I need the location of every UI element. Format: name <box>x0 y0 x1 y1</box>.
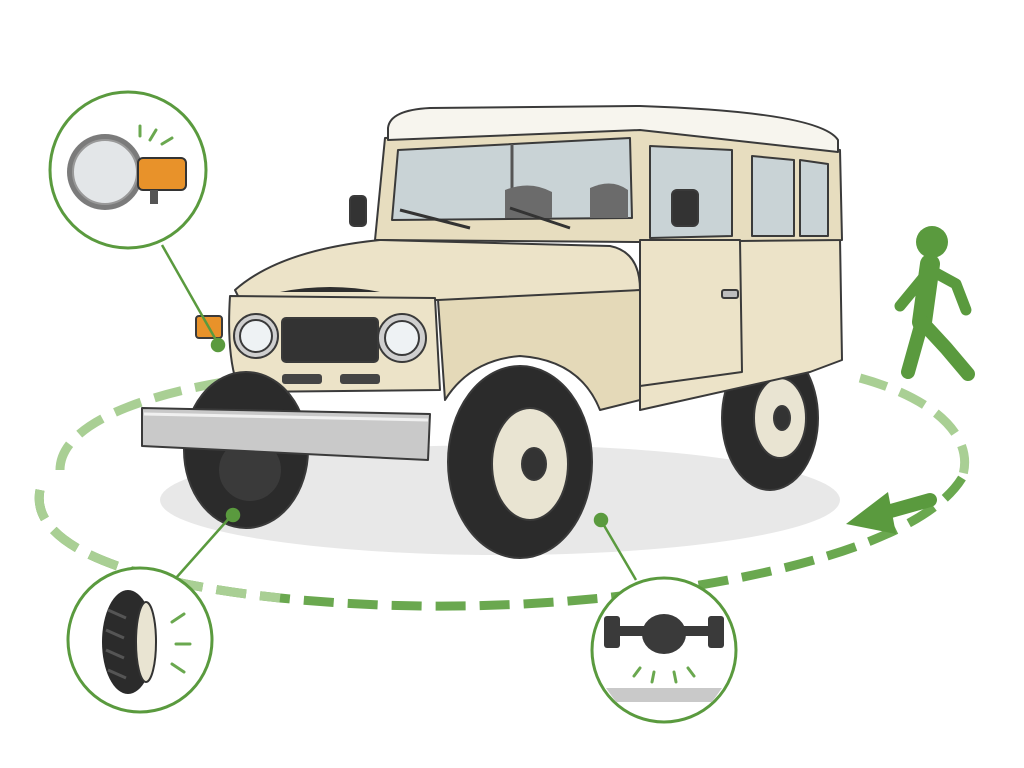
headlight-and-turn-signal-icon <box>67 124 187 210</box>
axle-leader <box>600 521 638 581</box>
left-mirror <box>349 195 367 227</box>
walkaround-direction-arrow-icon <box>846 492 937 534</box>
door-handle <box>721 289 739 299</box>
tire-callout <box>66 566 214 714</box>
axle-anchor-dot <box>593 512 609 528</box>
front-door <box>639 239 743 387</box>
front-right-wheel <box>447 365 593 559</box>
headlight-anchor-dot <box>210 337 226 353</box>
right-headlight <box>377 313 427 363</box>
grille <box>281 317 379 363</box>
tire-tread-icon <box>102 590 192 694</box>
headlight-leader <box>160 244 218 341</box>
roof <box>387 105 839 153</box>
headlight-callout <box>48 90 208 250</box>
rear-side-window-1 <box>751 155 795 237</box>
callout-leaders <box>160 244 638 581</box>
hood <box>234 239 641 301</box>
tire-anchor-dot <box>225 507 241 523</box>
walking-person-icon <box>894 226 975 381</box>
rear-side-window-2 <box>799 159 829 237</box>
front-right-fender <box>437 289 641 411</box>
tire-leader <box>175 514 233 579</box>
front-bumper <box>141 407 431 461</box>
left-headlight <box>233 313 279 359</box>
vintage-4x4-vehicle <box>141 105 843 559</box>
right-mirror <box>671 189 699 227</box>
underbody-axle-icon <box>604 614 724 702</box>
path-left-fade <box>34 489 281 603</box>
axle-callout <box>590 576 738 724</box>
